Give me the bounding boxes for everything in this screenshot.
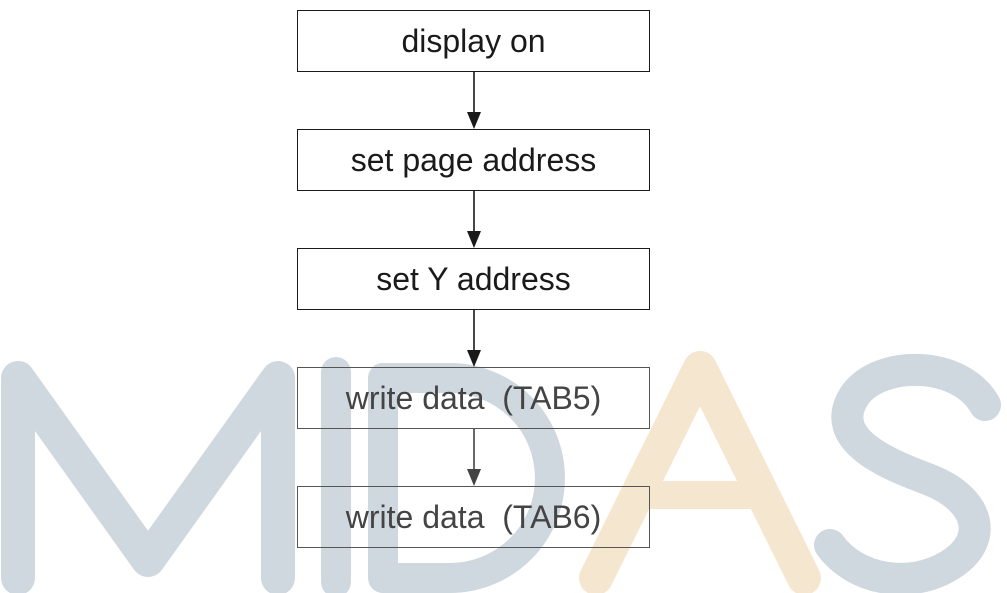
step-label: set Y address [376, 260, 571, 297]
watermark-letter-a [579, 351, 821, 593]
arrow-down-icon [467, 429, 481, 486]
step-write-data-tab6: write data (TAB6) [297, 486, 650, 548]
step-label: set page address [350, 141, 597, 178]
watermark-letter-s [814, 354, 1001, 593]
step-write-data-tab5: write data (TAB5) [297, 367, 650, 429]
step-label: write data (TAB6) [345, 498, 602, 535]
watermark-letter-d [368, 363, 565, 593]
watermark-letter-m [1, 361, 295, 593]
arrow-down-icon [467, 191, 481, 248]
arrow-down-icon [467, 310, 481, 367]
step-set-page-address: set page address [297, 129, 650, 191]
step-display-on: display on [297, 10, 650, 72]
step-label: display on [401, 22, 546, 59]
step-set-y-address: set Y address [297, 248, 650, 310]
step-label: write data (TAB5) [345, 379, 602, 416]
arrow-down-icon [467, 72, 481, 129]
